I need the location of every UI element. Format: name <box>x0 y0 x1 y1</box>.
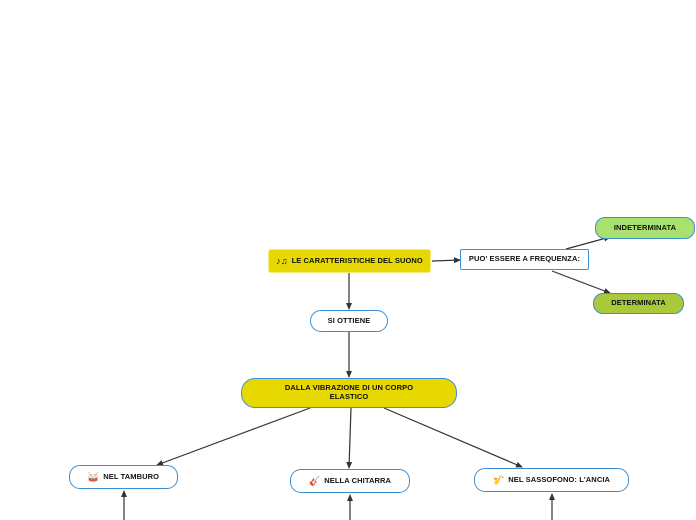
vibrazione-node[interactable]: DALLA VIBRAZIONE DI UN CORPO ELASTICO <box>241 378 457 408</box>
si-ottiene-node[interactable]: SI OTTIENE <box>310 310 388 332</box>
saxophone-icon: 🎷 <box>492 474 505 485</box>
guitar-icon: 🎸 <box>308 475 321 486</box>
determinata-label: DETERMINATA <box>611 298 666 308</box>
edge-root-to-frequency <box>431 257 461 264</box>
edge-vibrazione-to-sassofono <box>383 407 523 468</box>
root-label: LE CARATTERISTICHE DEL SUONO <box>291 255 423 265</box>
sassofono-node[interactable]: 🎷 NEL SASSOFONO: L'ANCIA <box>474 468 629 492</box>
si-ottiene-label: SI OTTIENE <box>327 315 371 325</box>
indeterminata-node[interactable]: INDETERMINATA <box>595 217 695 239</box>
tamburo-node[interactable]: 🥁 NEL TAMBURO <box>69 465 178 489</box>
sassofono-label: NEL SASSOFONO: L'ANCIA <box>508 474 611 484</box>
root-node[interactable]: ♪♫ LE CARATTERISTICHE DEL SUONO <box>268 249 431 273</box>
edge-frequency-to-determinata <box>551 270 611 294</box>
edge-vibrazione-to-chitarra <box>346 407 353 469</box>
vibrazione-label: DALLA VIBRAZIONE DI UN CORPO ELASTICO <box>284 383 414 401</box>
indeterminata-label: INDETERMINATA <box>613 222 677 232</box>
chitarra-label: NELLA CHITARRA <box>324 475 392 485</box>
tamburo-label: NEL TAMBURO <box>103 471 160 481</box>
music-notes-icon: ♪♫ <box>276 255 288 266</box>
frequency-label: PUO' ESSERE A FREQUENZA: <box>468 254 581 264</box>
chitarra-node[interactable]: 🎸 NELLA CHITARRA <box>290 469 410 493</box>
frequency-node[interactable]: PUO' ESSERE A FREQUENZA: <box>460 249 589 270</box>
drum-icon: 🥁 <box>87 471 100 482</box>
determinata-node[interactable]: DETERMINATA <box>593 293 684 314</box>
edge-frequency-to-indeterminata <box>565 235 611 250</box>
edge-vibrazione-to-tamburo <box>156 407 311 466</box>
